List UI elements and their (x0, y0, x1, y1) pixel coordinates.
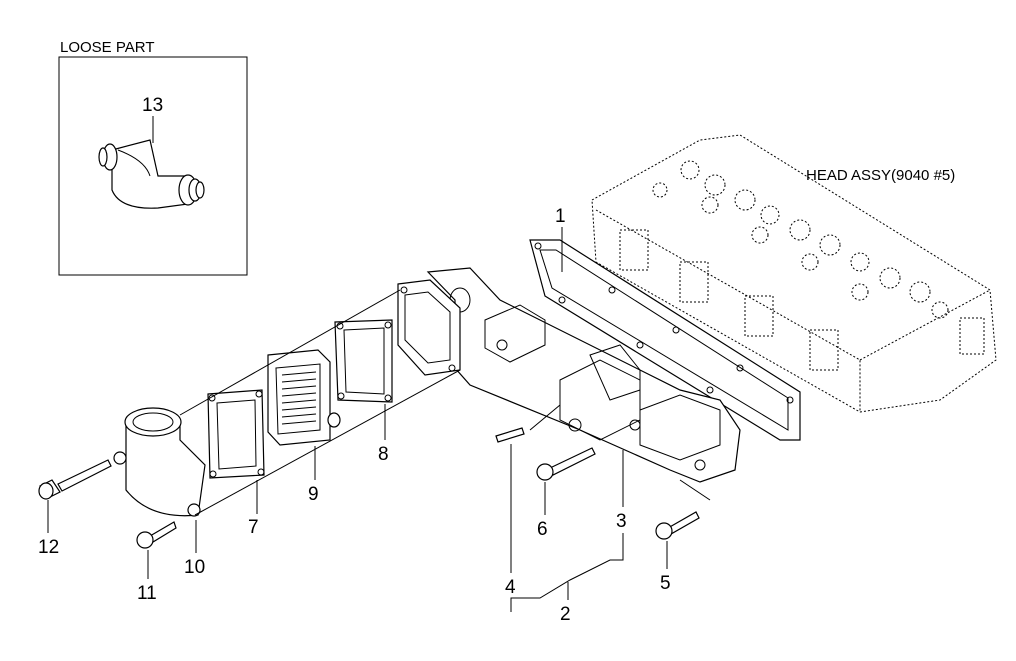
part-11-bolt (136, 521, 177, 549)
part-7-gasket (207, 389, 265, 479)
part-5-bolt (655, 511, 700, 540)
part-13-label: 13 (142, 95, 163, 116)
loose-part-frame (58, 56, 248, 276)
part-3-label: 3 (616, 511, 627, 532)
part-10-inlet-elbow (113, 407, 206, 517)
part-7-label: 7 (248, 517, 259, 538)
part-12-label: 12 (38, 537, 59, 558)
part-10-label: 10 (184, 557, 205, 578)
part-9-intake-heater (267, 349, 341, 446)
part-8-gasket (334, 319, 393, 403)
part-1-gasket (529, 239, 801, 441)
part-9-label: 9 (308, 484, 319, 505)
part-13-thermostat-housing (98, 139, 205, 209)
part-8-label: 8 (378, 444, 389, 465)
part-2-label: 2 (560, 604, 571, 625)
part-1-label: 1 (555, 206, 566, 227)
cylinder-head-assembly: HEAD ASSY(9040 #5) (591, 134, 997, 413)
part-12-bolt (38, 459, 112, 500)
head-assy-caption: HEAD ASSY(9040 #5) (806, 167, 955, 184)
part-4-stud (495, 427, 525, 443)
alignment-lines (179, 289, 711, 516)
part-5-label: 5 (660, 573, 671, 594)
part-2-bracket-leader (510, 533, 624, 612)
part-4-label: 4 (505, 577, 516, 598)
part-11-label: 11 (137, 583, 157, 604)
part-6-label: 6 (537, 519, 548, 540)
part-6-bolt (536, 447, 596, 481)
part-3-intake-manifold (426, 267, 741, 483)
loose-part-panel: LOOSE PART 13 (58, 39, 248, 276)
loose-part-caption: LOOSE PART (60, 39, 154, 56)
